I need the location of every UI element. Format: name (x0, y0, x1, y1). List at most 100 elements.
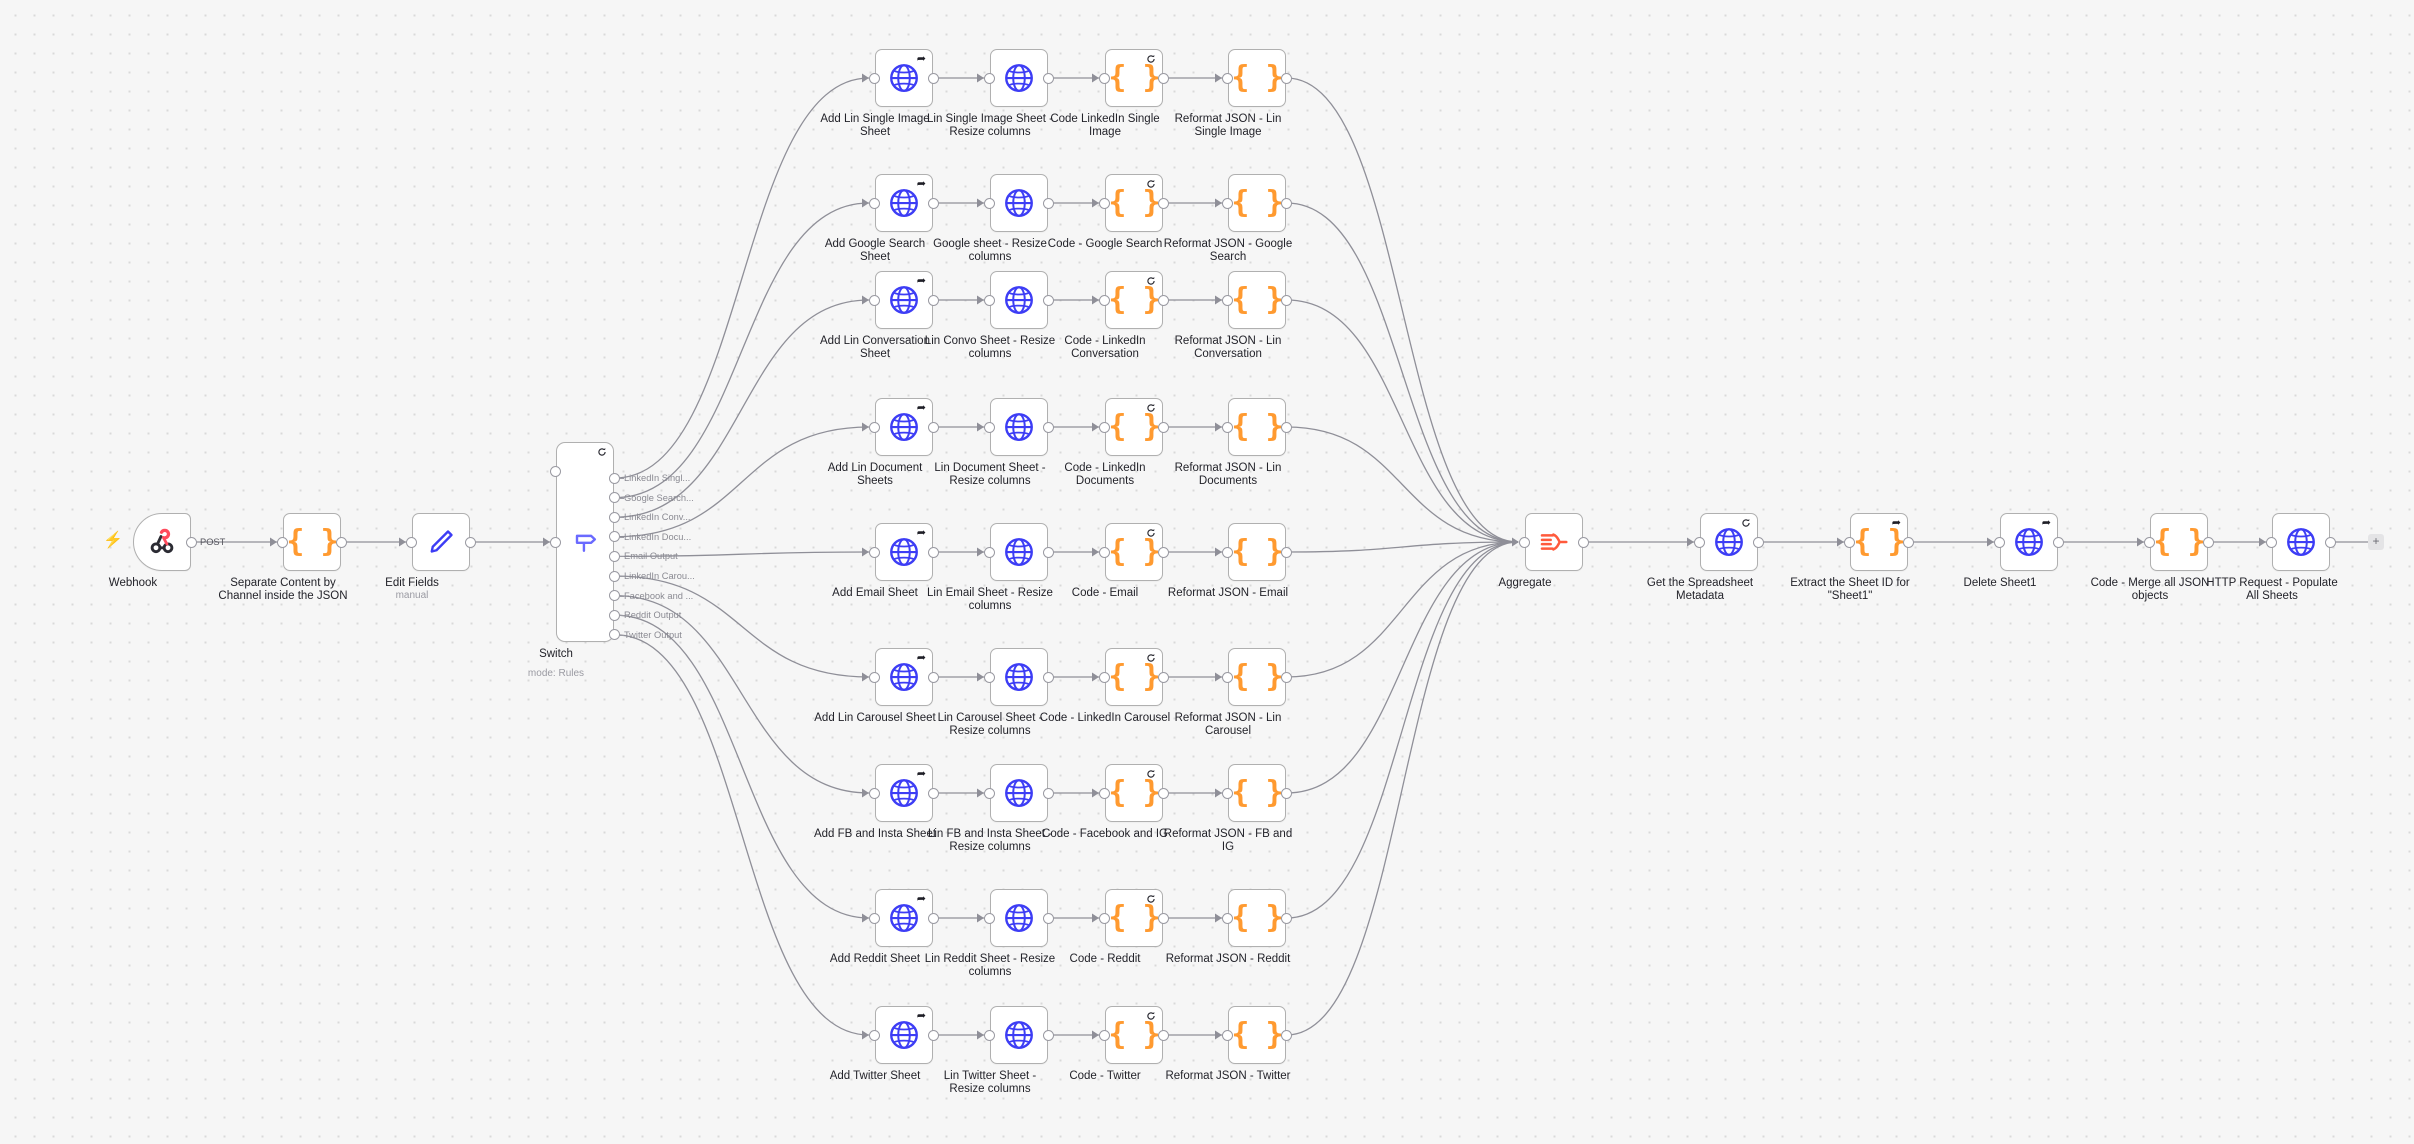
node-lin-conversation-3-output-port[interactable] (1281, 294, 1292, 306)
node-lin-carousel-2-input-port[interactable] (1099, 671, 1110, 683)
node-email-1-input-port[interactable] (984, 546, 995, 558)
node-google-search-0-output-port[interactable] (928, 197, 939, 209)
node-reddit-1-output-port[interactable] (1043, 912, 1054, 924)
node-lin-carousel-1-input-port[interactable] (984, 671, 995, 683)
node-fb-insta-0-output-port[interactable] (928, 787, 939, 799)
node-email-0-input-port[interactable] (869, 546, 880, 558)
node-google-search-3-output-port[interactable] (1281, 197, 1292, 209)
node-lin-single-image-3-input-port[interactable] (1222, 72, 1233, 84)
node-email-0-box[interactable]: ➦ (875, 523, 933, 581)
node-twitter-1-box[interactable] (990, 1006, 1048, 1064)
node-lin-conversation-3-input-port[interactable] (1222, 294, 1233, 306)
node-lin-documents-1-box[interactable] (990, 398, 1048, 456)
node-separate-input-port[interactable] (277, 536, 288, 548)
node-lin-conversation-1-output-port[interactable] (1043, 294, 1054, 306)
node-twitter-2-box[interactable]: { } (1105, 1006, 1163, 1064)
node-lin-single-image-0-output-port[interactable] (928, 72, 939, 84)
node-email-3-box[interactable]: { } (1228, 523, 1286, 581)
node-extract-sheet-input-port[interactable] (1844, 536, 1855, 548)
node-lin-conversation-2-box[interactable]: { } (1105, 271, 1163, 329)
node-reddit-3-output-port[interactable] (1281, 912, 1292, 924)
node-reddit-2-box[interactable]: { } (1105, 889, 1163, 947)
node-fb-insta-0-input-port[interactable] (869, 787, 880, 799)
node-reddit-2-output-port[interactable] (1158, 912, 1169, 924)
switch-output-port-2[interactable] (609, 511, 620, 523)
switch-input-port[interactable] (550, 536, 561, 548)
node-google-search-0-input-port[interactable] (869, 197, 880, 209)
node-lin-documents-0-input-port[interactable] (869, 421, 880, 433)
node-email-3-output-port[interactable] (1281, 546, 1292, 558)
node-lin-carousel-3-input-port[interactable] (1222, 671, 1233, 683)
node-lin-carousel-2-output-port[interactable] (1158, 671, 1169, 683)
node-lin-carousel-3-output-port[interactable] (1281, 671, 1292, 683)
node-lin-documents-0-output-port[interactable] (928, 421, 939, 433)
node-google-search-3-input-port[interactable] (1222, 197, 1233, 209)
node-reddit-3-box[interactable]: { } (1228, 889, 1286, 947)
node-google-search-2-box[interactable]: { } (1105, 174, 1163, 232)
node-get-metadata-box[interactable] (1700, 513, 1758, 571)
node-twitter-2-input-port[interactable] (1099, 1029, 1110, 1041)
node-lin-documents-2-input-port[interactable] (1099, 421, 1110, 433)
node-lin-single-image-3-box[interactable]: { } (1228, 49, 1286, 107)
node-lin-single-image-3-output-port[interactable] (1281, 72, 1292, 84)
switch-output-port-3[interactable] (609, 531, 620, 543)
node-twitter-1-output-port[interactable] (1043, 1029, 1054, 1041)
node-reddit-3-input-port[interactable] (1222, 912, 1233, 924)
node-http-populate-output-port[interactable] (2325, 536, 2336, 548)
node-lin-conversation-2-input-port[interactable] (1099, 294, 1110, 306)
node-lin-single-image-0-box[interactable]: ➦ (875, 49, 933, 107)
node-reddit-1-input-port[interactable] (984, 912, 995, 924)
node-get-metadata-input-port[interactable] (1694, 536, 1705, 548)
node-lin-carousel-2-box[interactable]: { } (1105, 648, 1163, 706)
switch-output-port-1[interactable] (609, 492, 620, 504)
node-http-populate-box[interactable] (2272, 513, 2330, 571)
node-get-metadata-output-port[interactable] (1753, 536, 1764, 548)
node-lin-conversation-0-box[interactable]: ➦ (875, 271, 933, 329)
node-lin-carousel-0-output-port[interactable] (928, 671, 939, 683)
node-lin-documents-1-output-port[interactable] (1043, 421, 1054, 433)
node-twitter-0-input-port[interactable] (869, 1029, 880, 1041)
switch-output-port-7[interactable] (609, 609, 620, 621)
node-edit-fields-box[interactable] (412, 513, 470, 571)
node-reddit-0-output-port[interactable] (928, 912, 939, 924)
node-lin-carousel-1-box[interactable] (990, 648, 1048, 706)
node-webhook-output-port[interactable] (186, 536, 197, 548)
node-edit-fields-output-port[interactable] (465, 536, 476, 548)
node-edit-fields-input-port[interactable] (406, 536, 417, 548)
add-node-button[interactable]: + (2368, 534, 2384, 550)
node-reddit-2-input-port[interactable] (1099, 912, 1110, 924)
node-fb-insta-3-box[interactable]: { } (1228, 764, 1286, 822)
node-fb-insta-3-output-port[interactable] (1281, 787, 1292, 799)
node-aggregate-input-port[interactable] (1519, 536, 1530, 548)
node-extract-sheet-box[interactable]: { } ➦ (1850, 513, 1908, 571)
node-lin-carousel-1-output-port[interactable] (1043, 671, 1054, 683)
switch-output-port-8[interactable] (609, 629, 620, 641)
node-lin-single-image-2-input-port[interactable] (1099, 72, 1110, 84)
node-email-0-output-port[interactable] (928, 546, 939, 558)
node-email-2-input-port[interactable] (1099, 546, 1110, 558)
node-google-search-3-box[interactable]: { } (1228, 174, 1286, 232)
node-email-1-output-port[interactable] (1043, 546, 1054, 558)
switch-output-port-4[interactable] (609, 550, 620, 562)
node-lin-carousel-3-box[interactable]: { } (1228, 648, 1286, 706)
node-switch-input-port[interactable] (550, 465, 561, 477)
node-lin-single-image-1-input-port[interactable] (984, 72, 995, 84)
node-fb-insta-0-box[interactable]: ➦ (875, 764, 933, 822)
node-delete-sheet-output-port[interactable] (2053, 536, 2064, 548)
node-lin-documents-0-box[interactable]: ➦ (875, 398, 933, 456)
node-email-2-box[interactable]: { } (1105, 523, 1163, 581)
switch-output-port-5[interactable] (609, 570, 620, 582)
node-google-search-1-box[interactable] (990, 174, 1048, 232)
node-lin-documents-3-output-port[interactable] (1281, 421, 1292, 433)
node-extract-sheet-output-port[interactable] (1903, 536, 1914, 548)
node-delete-sheet-box[interactable]: ➦ (2000, 513, 2058, 571)
node-twitter-3-output-port[interactable] (1281, 1029, 1292, 1041)
node-webhook-box[interactable] (133, 513, 191, 571)
node-reddit-1-box[interactable] (990, 889, 1048, 947)
node-fb-insta-2-output-port[interactable] (1158, 787, 1169, 799)
node-twitter-0-box[interactable]: ➦ (875, 1006, 933, 1064)
node-merge-json-input-port[interactable] (2144, 536, 2155, 548)
node-google-search-1-input-port[interactable] (984, 197, 995, 209)
node-lin-single-image-0-input-port[interactable] (869, 72, 880, 84)
